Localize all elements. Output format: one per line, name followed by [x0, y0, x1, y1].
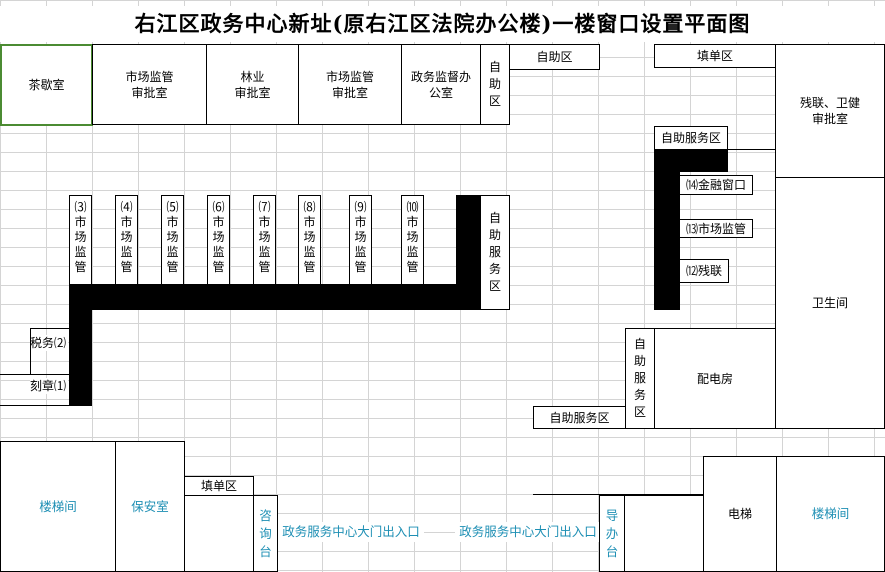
window-6: ⑹ 市 场 监 管 — [207, 195, 230, 285]
restroom: 卫生间 — [775, 177, 885, 429]
self-service-area-top: 自助区 — [509, 44, 600, 70]
window-disabled-12: ⑿残联 — [679, 259, 729, 283]
window-8: ⑻ 市 场 监 管 — [298, 195, 321, 285]
service-counter-main — [69, 284, 480, 310]
stairwell-left: 楼梯间 — [0, 441, 116, 572]
entrance-1: 政务服务中心大门出入口 — [278, 522, 424, 542]
fill-form-area-bottom: 填单区 — [184, 476, 254, 496]
window-5: ⑸ 市 场 监 管 — [161, 195, 184, 285]
guide-desk: 导 办 台 — [599, 495, 625, 572]
guide-area — [624, 495, 704, 572]
power-distribution-room: 配电房 — [654, 328, 776, 429]
market-approval-office-1: 市场监管 审批室 — [92, 44, 207, 125]
fill-form-desk — [184, 495, 254, 572]
wall-line — [0, 374, 69, 375]
supervision-office: 政务监督办 公室 — [401, 44, 481, 125]
self-service-area-small: 自 助 区 — [480, 44, 510, 125]
self-service-area-middle: 自 助 服 务 区 — [480, 195, 510, 310]
window-seal-1: 刻章⑴ — [30, 378, 68, 394]
market-approval-office-2: 市场监管 审批室 — [298, 44, 402, 125]
disabled-health-approval-office: 残联、卫健 审批室 — [775, 44, 885, 178]
wall-line — [30, 328, 31, 375]
service-counter-right-top — [654, 150, 728, 172]
wall-line — [533, 494, 704, 495]
window-3: ⑶ 市 场 监 管 — [69, 195, 92, 285]
forestry-approval-office: 林业 审批室 — [206, 44, 299, 125]
window-10: ⑽ 市 场 监 管 — [401, 195, 424, 285]
window-finance: ⒁金融窗口 — [679, 175, 753, 195]
window-tax-2: 税务⑵ — [30, 335, 68, 351]
consult-desk: 咨 询 台 — [253, 495, 278, 572]
stairwell-right: 楼梯间 — [776, 456, 885, 572]
window-7: ⑺ 市 场 监 管 — [253, 195, 276, 285]
elevator: 电梯 — [703, 456, 777, 572]
wall-line — [654, 428, 826, 429]
wall-line — [30, 328, 69, 329]
page-title: 右江区政务中心新址(原右江区法院办公楼)一楼窗口设置平面图 — [0, 6, 885, 42]
window-9: ⑼ 市 场 监 管 — [349, 195, 372, 285]
service-counter-left — [69, 284, 92, 406]
self-service-area-lower: 自 助 服 务 区 — [625, 328, 655, 429]
tea-room: 茶歇室 — [0, 44, 93, 126]
security-room: 保安室 — [115, 441, 185, 572]
self-service-area-right: 自助服务区 — [654, 126, 728, 150]
window-4: ⑷ 市 场 监 管 — [115, 195, 138, 285]
entrance-2: 政务服务中心大门出入口 — [455, 522, 601, 542]
wall-line — [728, 149, 776, 150]
wall-line — [0, 405, 69, 406]
window-market-13: ⒀市场监管 — [679, 219, 753, 238]
service-counter-right — [654, 150, 680, 310]
fill-form-area-top: 填单区 — [654, 44, 776, 68]
self-service-area-bottom: 自助服务区 — [533, 406, 626, 429]
